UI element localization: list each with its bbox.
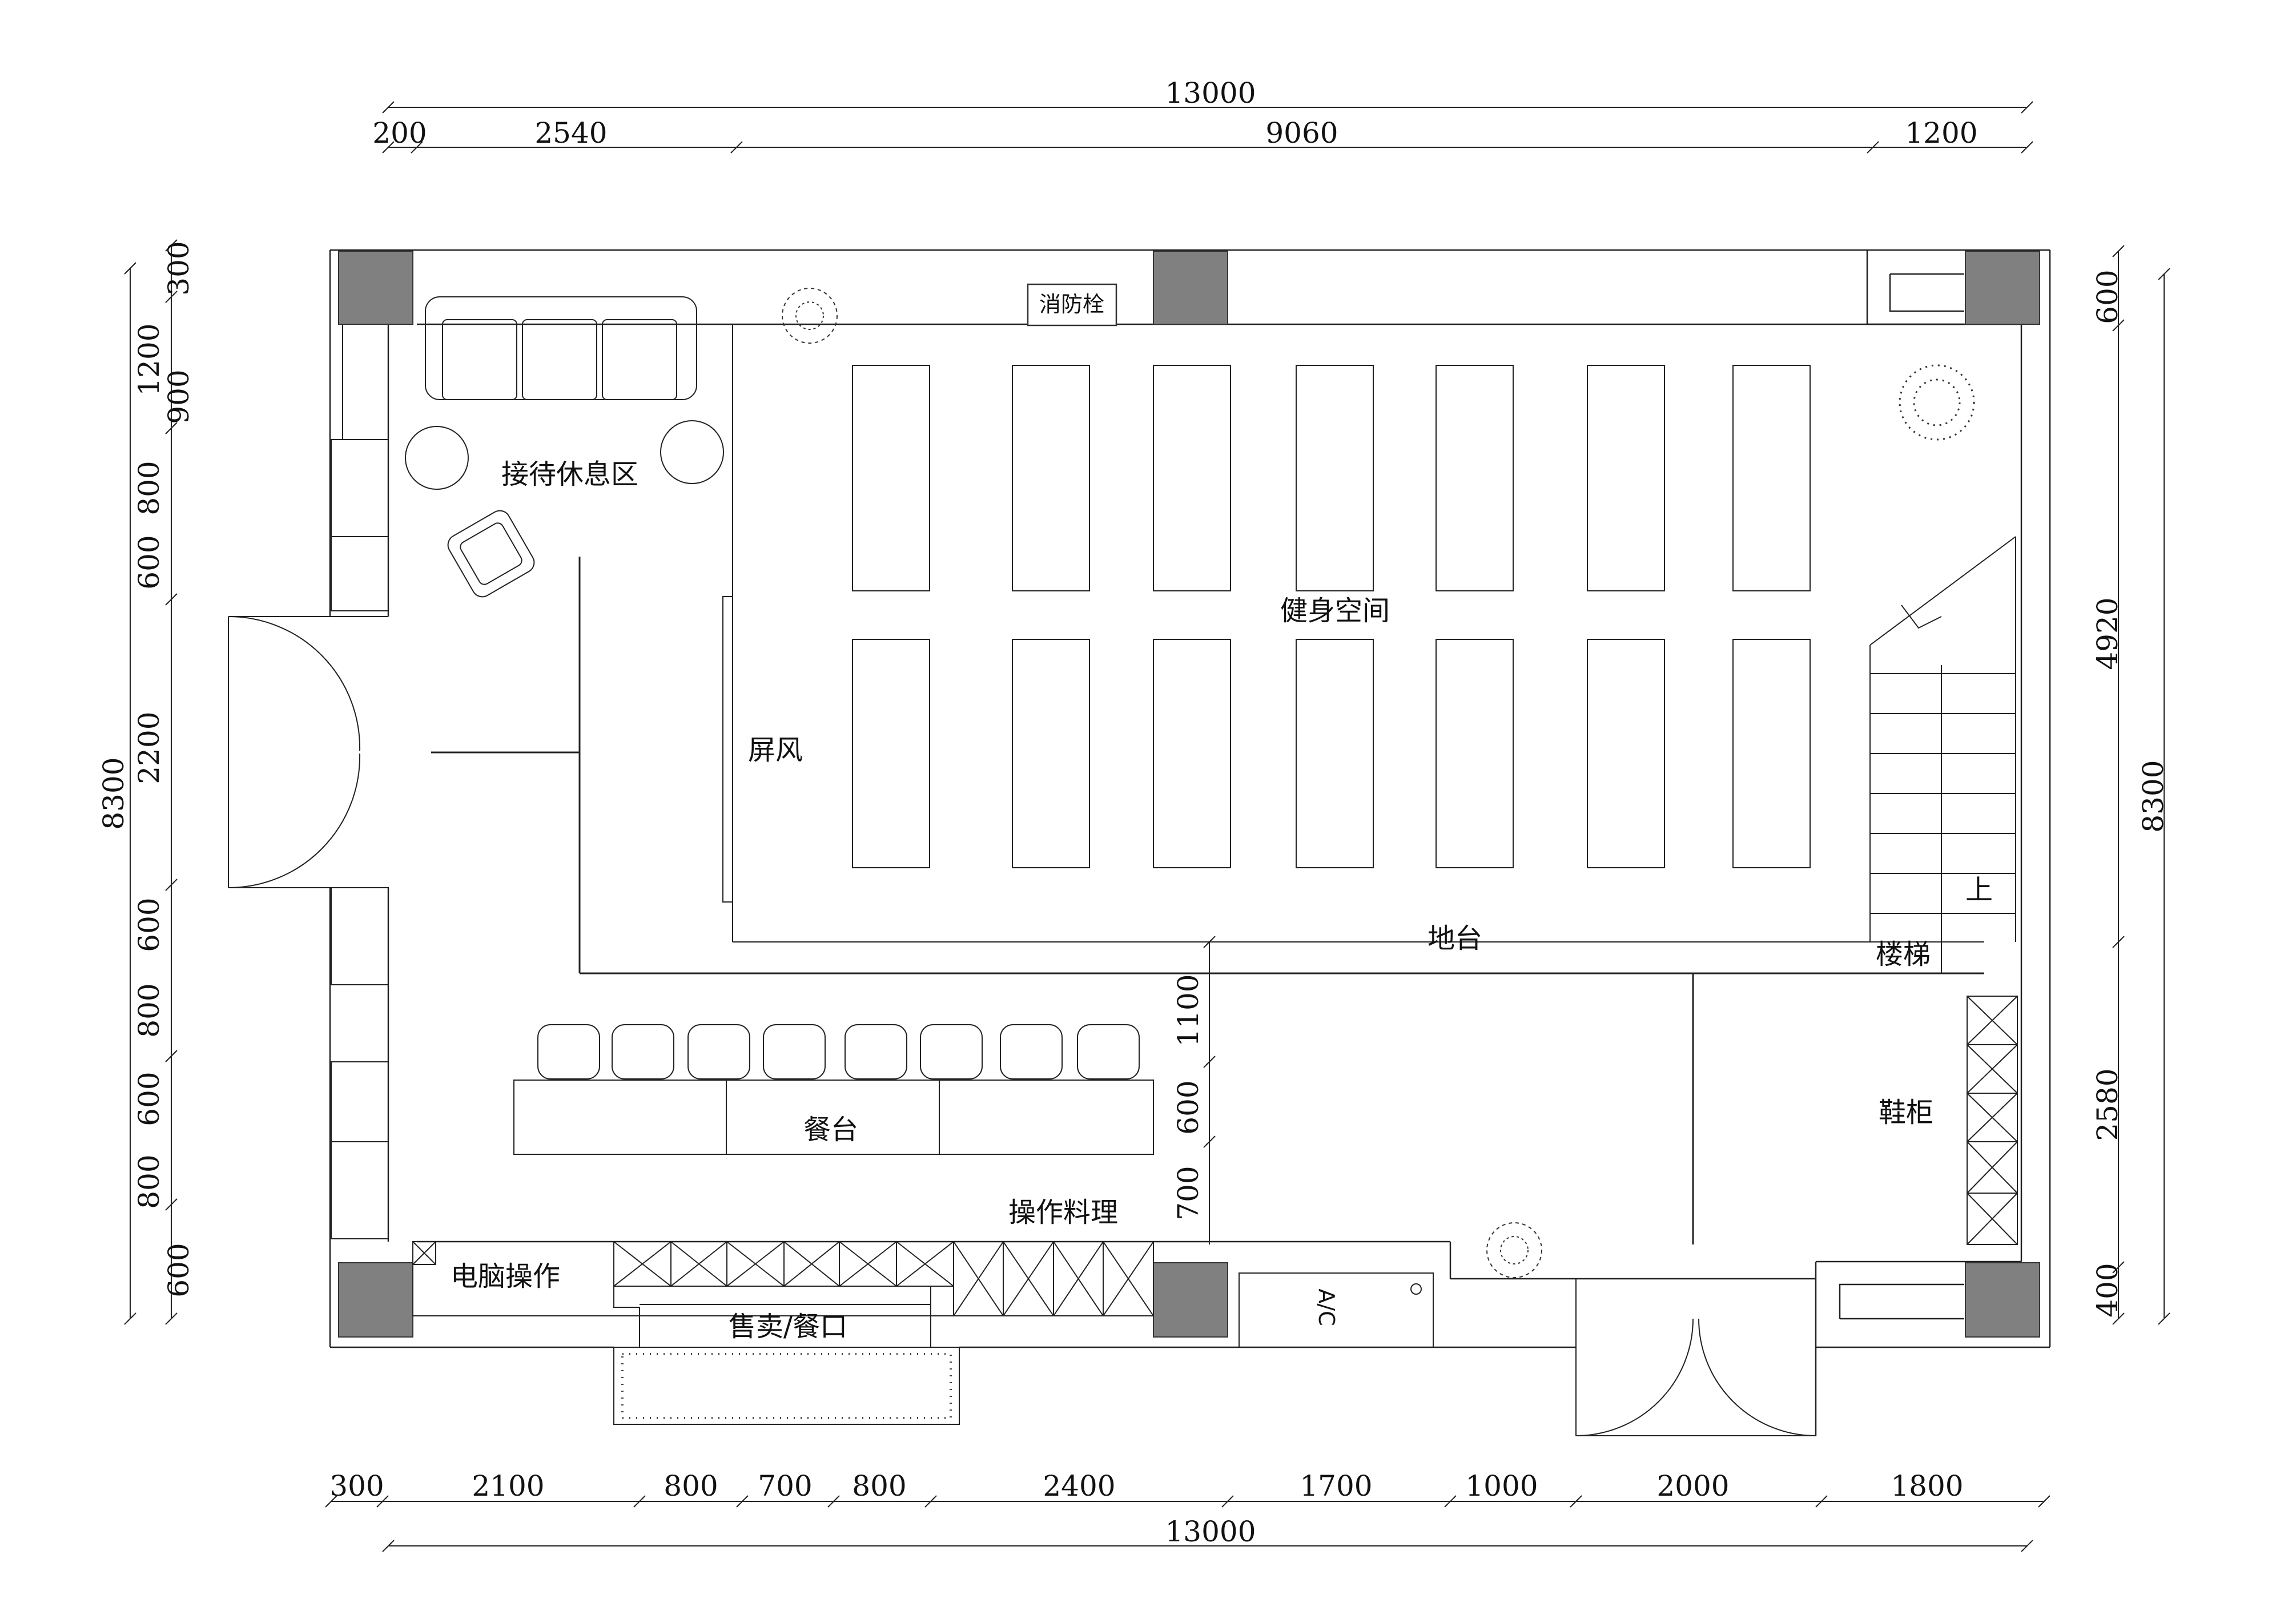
prep-area-label: 操作料理 bbox=[1008, 1197, 1118, 1229]
shoe-cabinet-label: 鞋柜 bbox=[1879, 1097, 1933, 1129]
computer-operation-label: 电脑操作 bbox=[451, 1260, 560, 1292]
inner-dimension-1: 1100 bbox=[1172, 974, 1205, 1046]
bottom-entrance-door bbox=[1575, 1279, 1816, 1436]
top-dimension-2: 2540 bbox=[534, 116, 607, 150]
right-dimension-1: 600 bbox=[2091, 269, 2124, 324]
round-stool-left bbox=[405, 426, 469, 490]
column-bottom-middle bbox=[1153, 1262, 1228, 1338]
shoe-cabinet bbox=[1967, 996, 2018, 1245]
right-dimension-4: 400 bbox=[2091, 1263, 2124, 1317]
left-total-dimension: 8300 bbox=[97, 757, 130, 829]
top-dimension-4: 1200 bbox=[1905, 116, 1977, 150]
ac-unit bbox=[1239, 1272, 1434, 1348]
dining-counter bbox=[513, 1080, 1154, 1155]
sale-window-label: 售卖/餐口 bbox=[729, 1311, 847, 1343]
bottom-dimension-4: 700 bbox=[758, 1469, 812, 1503]
bottom-dimension-8: 1000 bbox=[1465, 1469, 1538, 1503]
left-dimension-4: 800 bbox=[132, 461, 166, 515]
bottom-dimension-6: 2400 bbox=[1043, 1469, 1115, 1503]
left-dimension-6: 2200 bbox=[132, 711, 166, 784]
bottom-total-dimension: 13000 bbox=[1165, 1515, 1256, 1548]
plant-icon bbox=[782, 288, 838, 344]
sofa bbox=[425, 296, 697, 400]
left-dimension-group: 8300 300 1200 900 800 600 2200 600 800 6… bbox=[97, 239, 195, 1325]
left-dimension-3: 900 bbox=[162, 369, 195, 424]
plant-icon bbox=[1899, 364, 1975, 441]
bottom-dimension-2: 2100 bbox=[472, 1469, 544, 1503]
bar-stools bbox=[537, 1024, 1140, 1080]
dining-counter-label: 餐台 bbox=[803, 1114, 858, 1146]
column-bottom-right bbox=[1965, 1262, 2040, 1338]
bottom-dimension-1: 300 bbox=[329, 1469, 384, 1503]
fire-hydrant-label: 消防栓 bbox=[1039, 292, 1104, 317]
plant-icon bbox=[1486, 1222, 1542, 1278]
inner-dimension-2: 600 bbox=[1172, 1080, 1205, 1134]
left-entrance-door bbox=[228, 616, 388, 888]
bottom-dimension-3: 800 bbox=[664, 1469, 718, 1503]
walls bbox=[329, 249, 2051, 1436]
left-dimension-2: 1200 bbox=[132, 323, 166, 396]
ac-label: A/C bbox=[1314, 1288, 1339, 1326]
right-dimension-2: 4920 bbox=[2091, 597, 2124, 670]
inner-dimension-3: 700 bbox=[1172, 1166, 1205, 1220]
column-bottom-left bbox=[338, 1262, 413, 1338]
stairs bbox=[1869, 536, 2016, 973]
left-dimension-9: 600 bbox=[132, 1072, 166, 1126]
round-stool-right bbox=[660, 420, 724, 484]
reception-area-label: 接待休息区 bbox=[501, 458, 638, 490]
top-dimension-group: 13000 200 2540 9060 1200 bbox=[372, 76, 2033, 154]
right-dimension-3: 2580 bbox=[2091, 1068, 2124, 1141]
stair-up-label: 上 bbox=[1965, 874, 1993, 906]
screen-label: 屏风 bbox=[748, 734, 803, 766]
fitness-space-label: 健身空间 bbox=[1280, 595, 1390, 627]
inner-dimension-group: 1100 600 700 bbox=[1172, 936, 1216, 1244]
top-dimension-3: 9060 bbox=[1265, 116, 1338, 150]
column-top-right bbox=[1965, 251, 2040, 325]
stairs-label: 楼梯 bbox=[1876, 939, 1931, 970]
sale-window-mat bbox=[613, 1347, 960, 1425]
left-dimension-10: 800 bbox=[132, 1154, 166, 1209]
kitchen-counter bbox=[412, 1241, 1154, 1347]
column-top-middle bbox=[1153, 251, 1228, 325]
platform-label: 地台 bbox=[1428, 923, 1482, 954]
fitness-equipment bbox=[852, 365, 1811, 868]
bottom-dimension-9: 2000 bbox=[1656, 1469, 1729, 1503]
right-total-dimension: 8300 bbox=[2137, 760, 2170, 832]
left-dimension-11: 600 bbox=[162, 1243, 195, 1297]
top-total-dimension: 13000 bbox=[1165, 76, 1256, 110]
bottom-dimension-5: 800 bbox=[852, 1469, 906, 1503]
fire-hydrant-box bbox=[1027, 283, 1117, 327]
bottom-dimension-10: 1800 bbox=[1891, 1469, 1963, 1503]
top-dimension-1: 200 bbox=[372, 116, 427, 150]
right-dimension-group: 600 4920 2580 400 8300 bbox=[2091, 245, 2170, 1325]
reception-furniture bbox=[405, 296, 724, 598]
armchair bbox=[447, 510, 535, 598]
left-dimension-8: 800 bbox=[132, 983, 166, 1037]
left-dimension-1: 300 bbox=[162, 241, 195, 295]
bottom-dimension-group: 300 2100 800 700 800 2400 1700 1000 2000… bbox=[325, 1469, 2050, 1552]
partitions bbox=[431, 324, 1984, 1244]
bottom-dimension-7: 1700 bbox=[1300, 1469, 1372, 1503]
column-top-left bbox=[338, 251, 413, 325]
left-dimension-5: 600 bbox=[132, 535, 166, 589]
left-dimension-7: 600 bbox=[132, 897, 166, 952]
